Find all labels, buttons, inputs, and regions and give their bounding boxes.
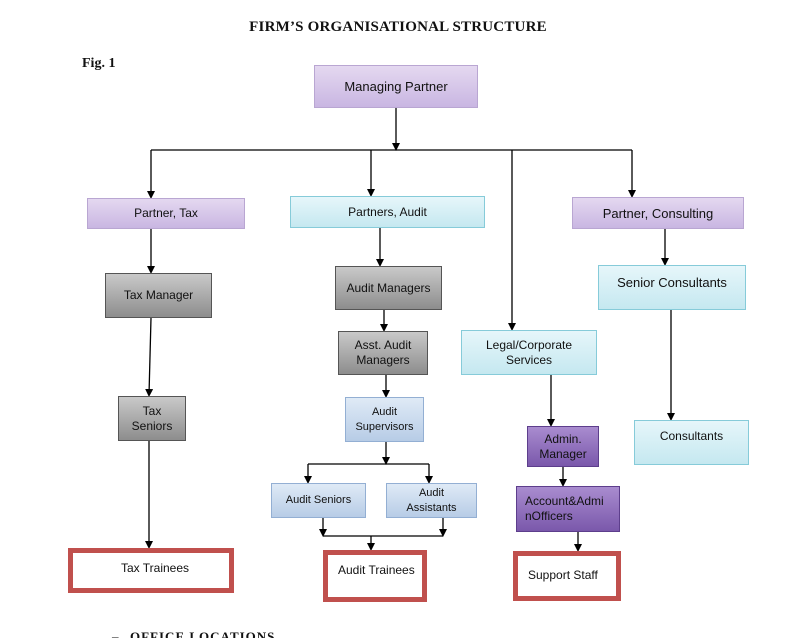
asst-audit-managers-node: Asst. Audit Managers: [338, 331, 428, 375]
connector: [145, 317, 154, 397]
consultants-node: Consultants: [634, 420, 749, 465]
partner-consulting-node: Partner, Consulting: [572, 197, 744, 229]
audit-supervisors-node: Audit Supervisors: [345, 397, 424, 442]
audit-trainees-node: Audit Trainees: [323, 550, 427, 602]
legal-corporate-services-node: Legal/Corporate Services: [461, 330, 597, 375]
footer-heading: OFFICE LOCATIONS: [130, 629, 276, 638]
admin-manager-node: Admin. Manager: [527, 426, 599, 467]
senior-consultants-node: Senior Consultants: [598, 265, 746, 310]
partner-tax-node: Partner, Tax: [87, 198, 245, 229]
support-staff-node: Support Staff: [513, 551, 621, 601]
figure-label: Fig. 1: [82, 56, 116, 71]
audit-seniors-node: Audit Seniors: [271, 483, 366, 518]
audit-assistants-node: Audit Assistants: [386, 483, 477, 518]
partners-audit-node: Partners, Audit: [290, 196, 485, 228]
account-admin-officers-node: Account&Admi nOfficers: [516, 486, 620, 532]
managing-partner-node: Managing Partner: [314, 65, 478, 108]
tax-seniors-node: Tax Seniors: [118, 396, 186, 441]
audit-managers-node: Audit Managers: [335, 266, 442, 310]
tax-manager-node: Tax Manager: [105, 273, 212, 318]
footer-bullet: –: [112, 629, 119, 638]
page-title: FIRM’S ORGANISATIONAL STRUCTURE: [249, 19, 547, 35]
tax-trainees-node: Tax Trainees: [68, 548, 234, 593]
